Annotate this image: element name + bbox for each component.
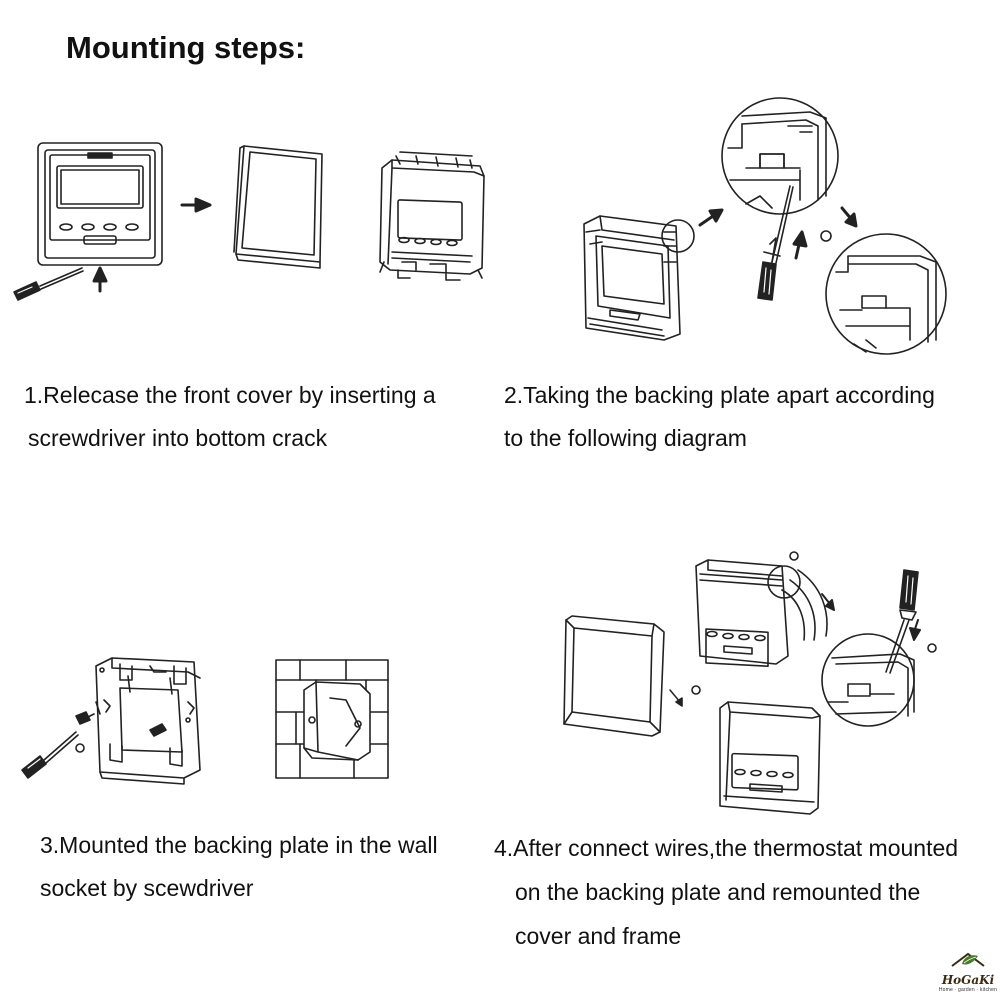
step4-top-buttons: [706, 630, 766, 642]
step-1-line-1: 1.Relecase the front cover by inserting …: [24, 382, 436, 408]
step1-buttons: [59, 223, 139, 231]
hogaki-logo: HoGaKi Home · garden · kitchen: [938, 948, 998, 998]
step-4-line-2: on the backing plate and remounted the: [515, 879, 921, 905]
step-4-line-3: cover and frame: [515, 923, 682, 949]
step4-callout-c: [927, 643, 937, 653]
logo-tagline: Home · garden · kitchen: [938, 987, 998, 993]
step-1-caption: 1.Relecase the front cover by inserting …: [24, 374, 436, 460]
step2-arrow-up: [792, 230, 808, 260]
step1-front-cover: [233, 145, 323, 269]
step2-zoom-ring: [661, 219, 695, 253]
step4-screwdriver: [885, 569, 919, 674]
step1-screwdriver: [13, 267, 84, 301]
step1-up-arrow: [92, 266, 108, 293]
step3-screws: [75, 701, 101, 725]
step4-arrow-top: [821, 593, 835, 611]
step4-thermostat-top: [695, 559, 789, 668]
step3-callout: [75, 743, 85, 753]
step3-wall-socket: [275, 659, 389, 779]
step2-zoom-top: [721, 97, 839, 215]
step-3-line-1: 3.Mounted the backing plate in the wall: [40, 832, 438, 858]
step4-bottom-buttons: [734, 768, 794, 779]
step4-callout-b: [691, 685, 701, 695]
step4-arrow-down: [909, 619, 921, 641]
step2-screwdriver: [757, 185, 794, 301]
step1-thermostat-body: [379, 151, 485, 281]
step-4-caption: 4.After connect wires,the thermostat mou…: [494, 826, 958, 958]
step4-frame: [563, 615, 665, 737]
step1-body-buttons: [398, 236, 458, 247]
step-1-line-2: screwdriver into bottom crack: [28, 425, 328, 451]
page-title: Mounting steps:: [66, 30, 306, 65]
step4-arrowhead-frame: [675, 697, 683, 707]
step2-callout-2: [820, 230, 832, 242]
step4-swing-lines: [767, 565, 828, 641]
step4-callout-a: [789, 551, 799, 561]
step1-right-arrow: [180, 197, 212, 213]
step4-thermostat-bottom: [719, 701, 821, 815]
leaf-house-icon: [951, 952, 985, 967]
step-3-caption: 3.Mounted the backing plate in the wall …: [40, 824, 438, 910]
step-2-caption: 2.Taking the backing plate apart accordi…: [504, 374, 935, 460]
step3-backing-plate: [95, 657, 201, 785]
step-3-line-2: socket by scewdriver: [40, 875, 254, 901]
step2-zoom-bottom: [825, 233, 947, 355]
step1-thermostat-front: [37, 142, 163, 266]
step-4-line-1: 4.After connect wires,the thermostat mou…: [494, 835, 959, 861]
step3-screwdriver: [21, 731, 79, 779]
step4-zoom: [821, 633, 915, 727]
step2-arrow-a: [698, 208, 724, 227]
step-2-line-1: 2.Taking the backing plate apart accordi…: [504, 382, 935, 408]
logo-brand: HoGaKi: [941, 973, 995, 987]
step-2-line-2: to the following diagram: [504, 425, 747, 451]
step2-backplate: [583, 215, 681, 341]
step2-arrow-down-right: [840, 206, 858, 228]
